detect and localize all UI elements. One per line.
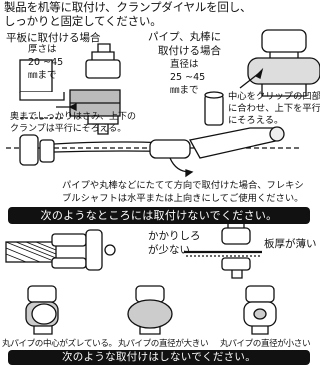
flat-mount-title: 平板に取付ける場合	[6, 32, 101, 44]
flexi-note-line-1: パイプや丸棒などにたてて方向で取付けた場合、フレキシ	[62, 180, 304, 191]
ng-pipe-offset-caption: 丸パイプの中心がズレている。	[2, 339, 117, 349]
pipe-clamp-illustration	[239, 29, 320, 97]
center-note-line-3: にそろえる。	[228, 115, 284, 126]
warning-banner-do-not-mount-methods: 次のような取付けはしないでください。	[8, 350, 310, 365]
ng-small-grip-illustration	[5, 229, 116, 271]
flat-mount-thickness-range: 20 ~45	[28, 57, 64, 68]
ng-small-grip-line-2: が少ない	[148, 244, 190, 256]
intro-line-1: 製品を机等に取付け、クランプダイヤルを回し、	[4, 0, 252, 14]
depth-note-line-1: 奥までしっかりはさみ、上下の	[10, 112, 137, 122]
pipe-diameter-label: 直径は	[170, 59, 199, 70]
ng-pipe-small-illustration	[243, 285, 277, 335]
flexible-shaft-illustration	[6, 126, 300, 178]
ng-pipe-large-caption: 丸パイプの直径が大きい	[118, 339, 209, 349]
flexi-note-line-2: ブルシャフトは水平または上向きにしてご使用ください。	[62, 193, 304, 204]
ng-thin-board-illustration	[184, 219, 262, 279]
ng-small-grip-line-1: かかりしろ	[148, 230, 201, 242]
ng-pipe-small-caption: 丸パイプの直径が小さい	[220, 339, 311, 349]
pipe-diameter-range: 25 ~45	[170, 72, 206, 83]
ng-thin-board-label: 板厚が薄い	[264, 238, 317, 250]
depth-note-line-2: クランプは平行にそろえる。	[10, 124, 127, 134]
ng-pipe-offset-illustration	[25, 285, 59, 335]
pipe-mount-title-line-1: パイプ、丸棒に	[148, 31, 222, 43]
center-note-line-2: に合わせ、上下を平行	[228, 103, 320, 114]
intro-line-2: しっかりと固定してください。	[4, 14, 162, 28]
flat-mount-thickness-unit: ㎜まで	[28, 70, 57, 81]
flat-mount-clamp-illustration	[19, 43, 121, 135]
pipe-diameter-unit: ㎜まで	[170, 85, 199, 96]
center-note-line-1: 中心をクリップの凹部	[228, 91, 320, 102]
pipe-mount-title-line-2: 取付ける場合	[158, 45, 221, 57]
ng-pipe-large-illustration	[127, 285, 173, 335]
flat-mount-thickness-label: 厚さは	[28, 44, 57, 55]
pipe-diameter-illustration	[204, 91, 224, 126]
warning-banner-do-not-mount-locations: 次のようなところには取付けないでください。	[8, 207, 310, 224]
